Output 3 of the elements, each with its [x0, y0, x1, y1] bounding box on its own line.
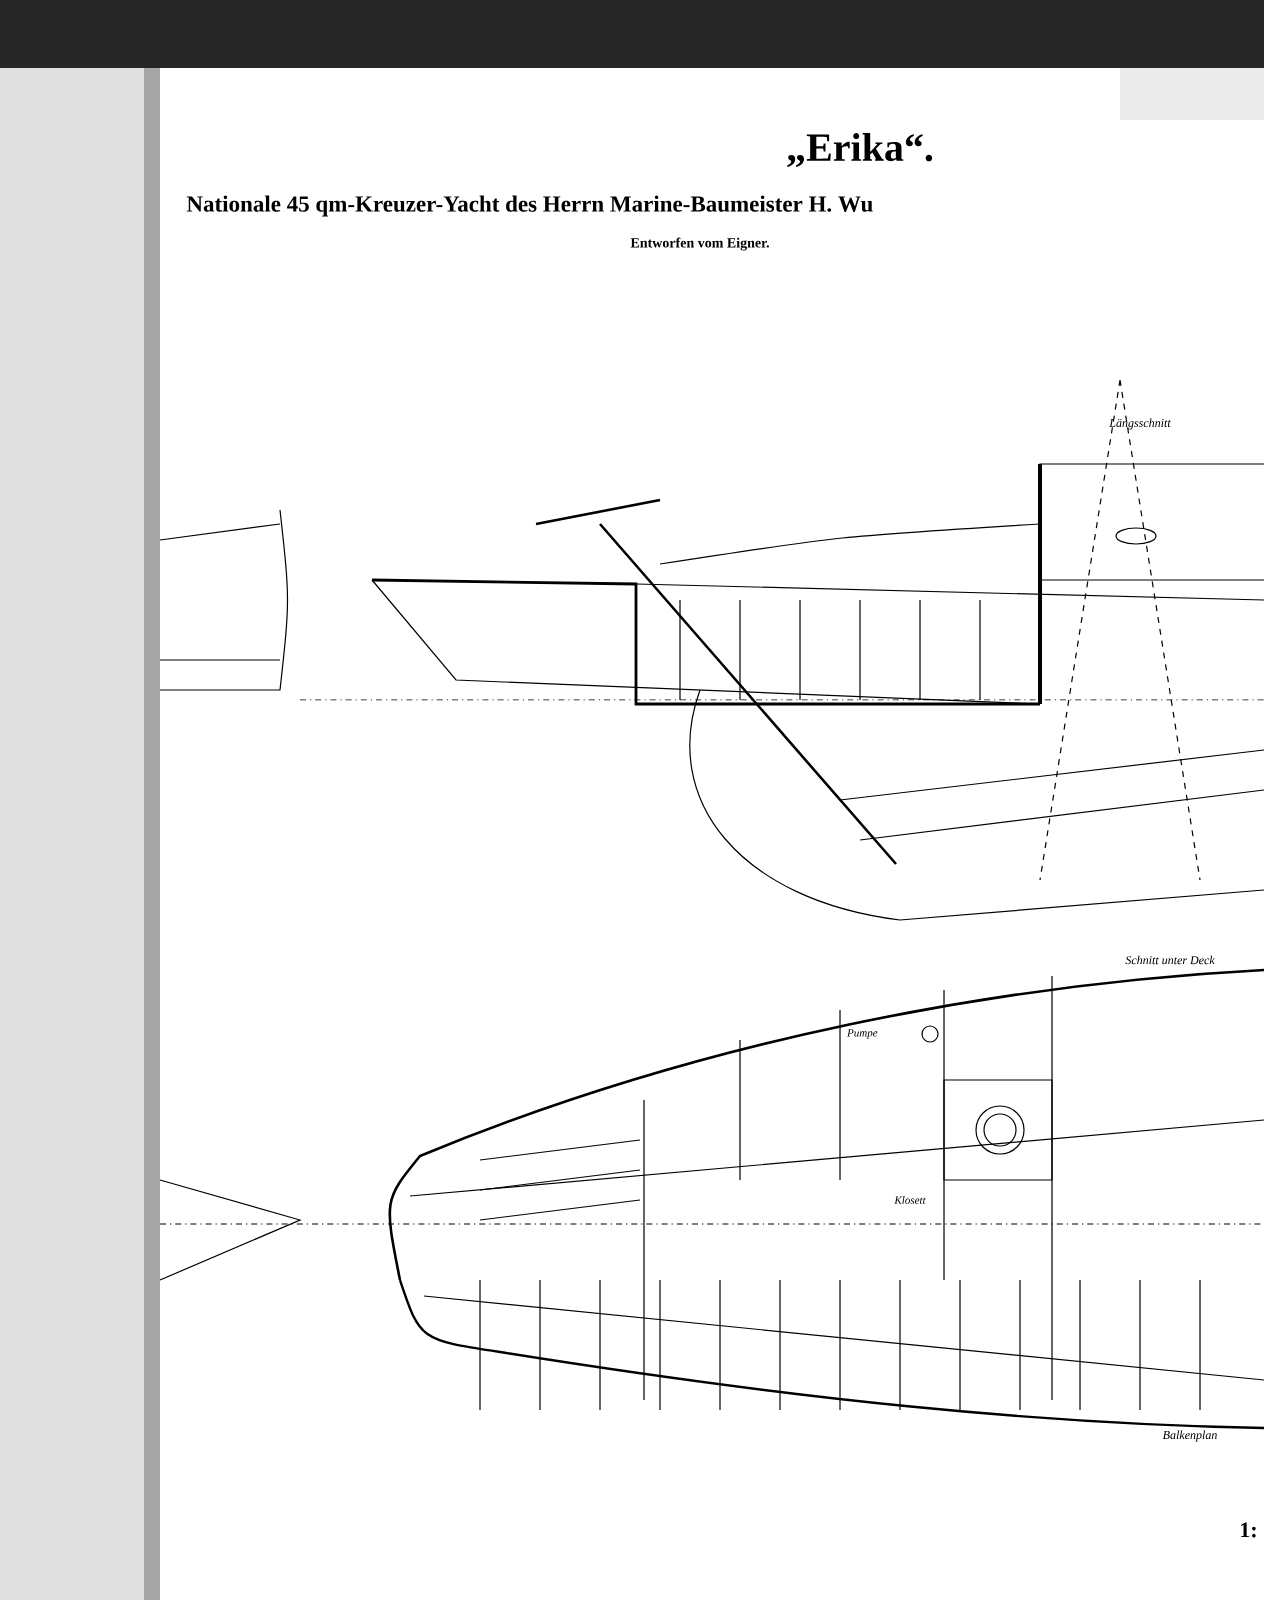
title: „Erika“.: [787, 133, 933, 167]
subtitle: Nationale 45 qm-Kreuzer-Yacht des Herrn Marine-Baumeister H. Wu: [186, 195, 873, 217]
scale-label: 1:: [1241, 1522, 1256, 1538]
